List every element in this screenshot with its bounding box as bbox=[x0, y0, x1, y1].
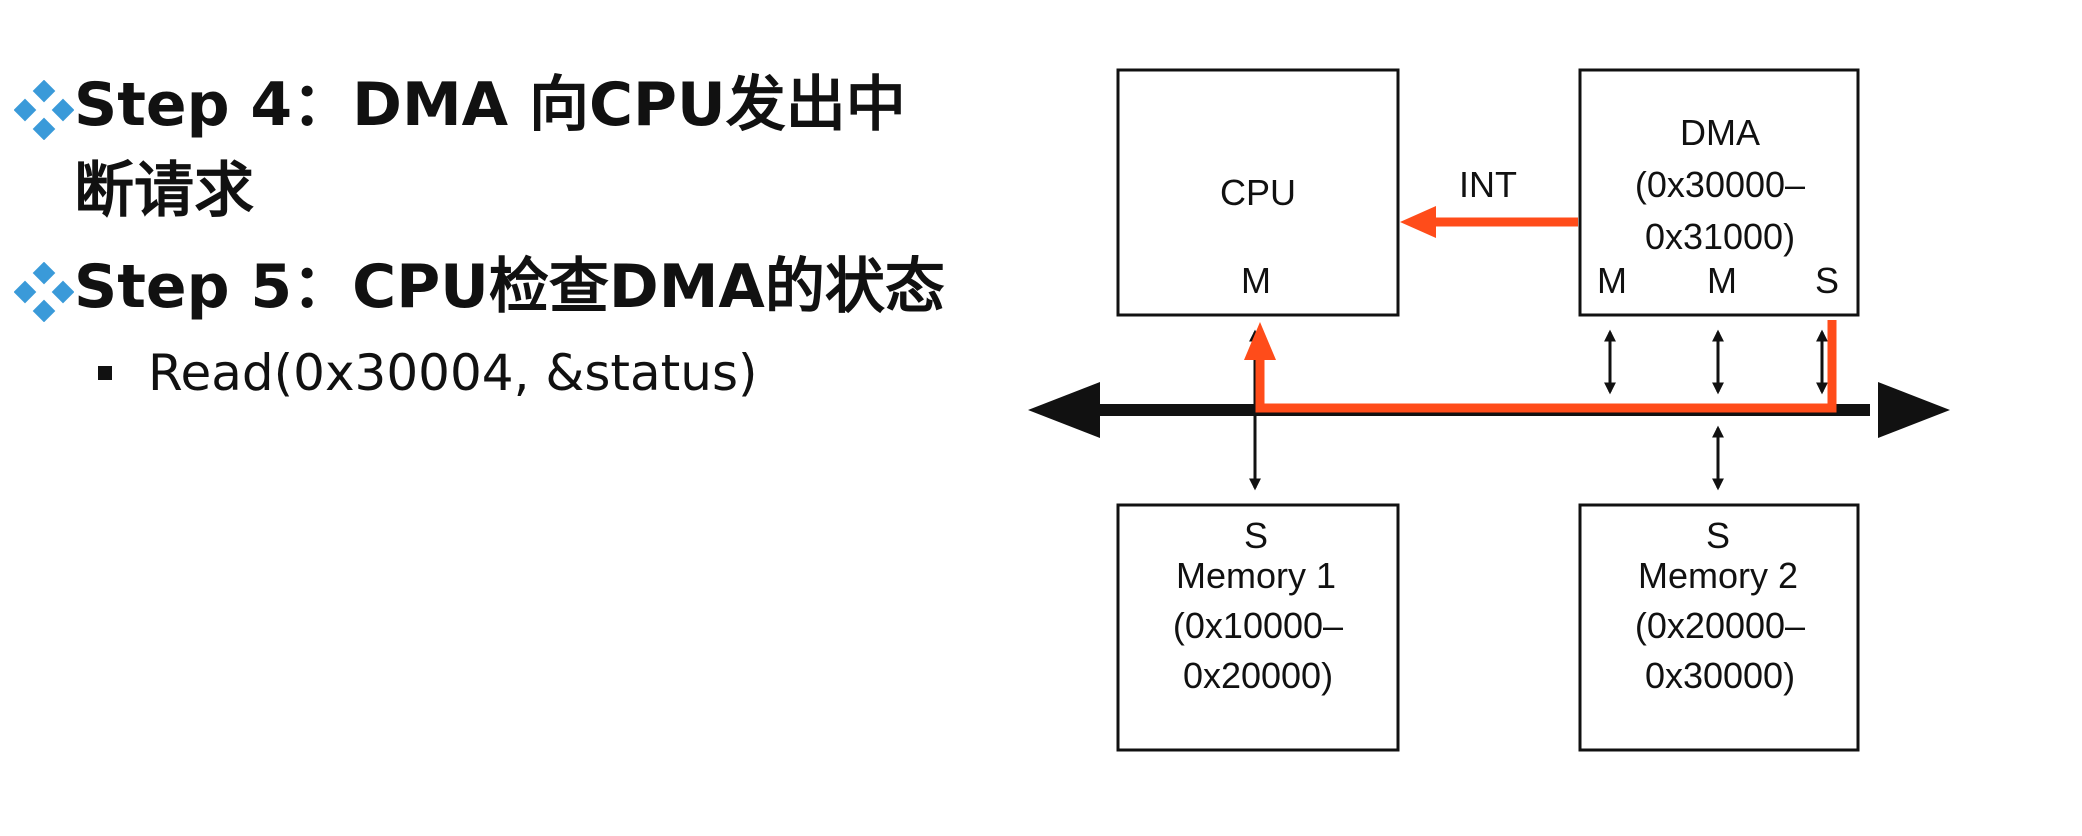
sub-step-item: Read(0x30004, &status) bbox=[98, 344, 974, 402]
dma-port-label: S bbox=[1815, 260, 1839, 301]
step-4-text: Step 4：DMA 向CPU发出中断请求 bbox=[74, 70, 906, 226]
slide-text: Step 4：DMA 向CPU发出中断请求 Step 5：CPU检查DMA的状态… bbox=[14, 62, 974, 402]
status-read-path bbox=[1244, 320, 1837, 413]
memory2-range-start: (0x20000– bbox=[1635, 605, 1805, 646]
memory2-port-label: S bbox=[1706, 515, 1730, 556]
dma-port-label: M bbox=[1707, 260, 1737, 301]
square-bullet-icon bbox=[98, 366, 112, 380]
memory1-box bbox=[1116, 503, 1400, 752]
memory2-range-end: 0x30000) bbox=[1645, 655, 1795, 696]
cpu-port-label: M bbox=[1241, 260, 1271, 301]
dma-system-diagram: CPU M INT DMA (0x30000– 0x31000) M M S S… bbox=[1028, 68, 1950, 752]
cpu-label: CPU bbox=[1220, 172, 1296, 213]
sub-step-text: Read(0x30004, &status) bbox=[148, 344, 758, 402]
memory1-range-start: (0x10000– bbox=[1173, 605, 1343, 646]
dma-range-start: (0x30000– bbox=[1635, 164, 1805, 205]
dma-box bbox=[1578, 68, 1860, 317]
dma-label: DMA bbox=[1680, 112, 1760, 153]
memory1-label: Memory 1 bbox=[1176, 555, 1336, 596]
int-label: INT bbox=[1459, 164, 1517, 205]
diamond-bullet-icon bbox=[14, 262, 74, 322]
dma-range-end: 0x31000) bbox=[1645, 216, 1795, 257]
memory1-range-end: 0x20000) bbox=[1183, 655, 1333, 696]
step-5-item: Step 5：CPU检查DMA的状态 bbox=[14, 244, 974, 330]
cpu-box bbox=[1116, 68, 1400, 317]
memory1-port-label: S bbox=[1244, 515, 1268, 556]
dma-port-label: M bbox=[1597, 260, 1627, 301]
step-5-text: Step 5：CPU检查DMA的状态 bbox=[74, 252, 945, 322]
step-4-item: Step 4：DMA 向CPU发出中断请求 bbox=[14, 62, 974, 234]
int-signal-path bbox=[1400, 206, 1578, 238]
memory2-box bbox=[1578, 503, 1860, 752]
memory2-label: Memory 2 bbox=[1638, 555, 1798, 596]
diamond-bullet-icon bbox=[14, 80, 74, 140]
